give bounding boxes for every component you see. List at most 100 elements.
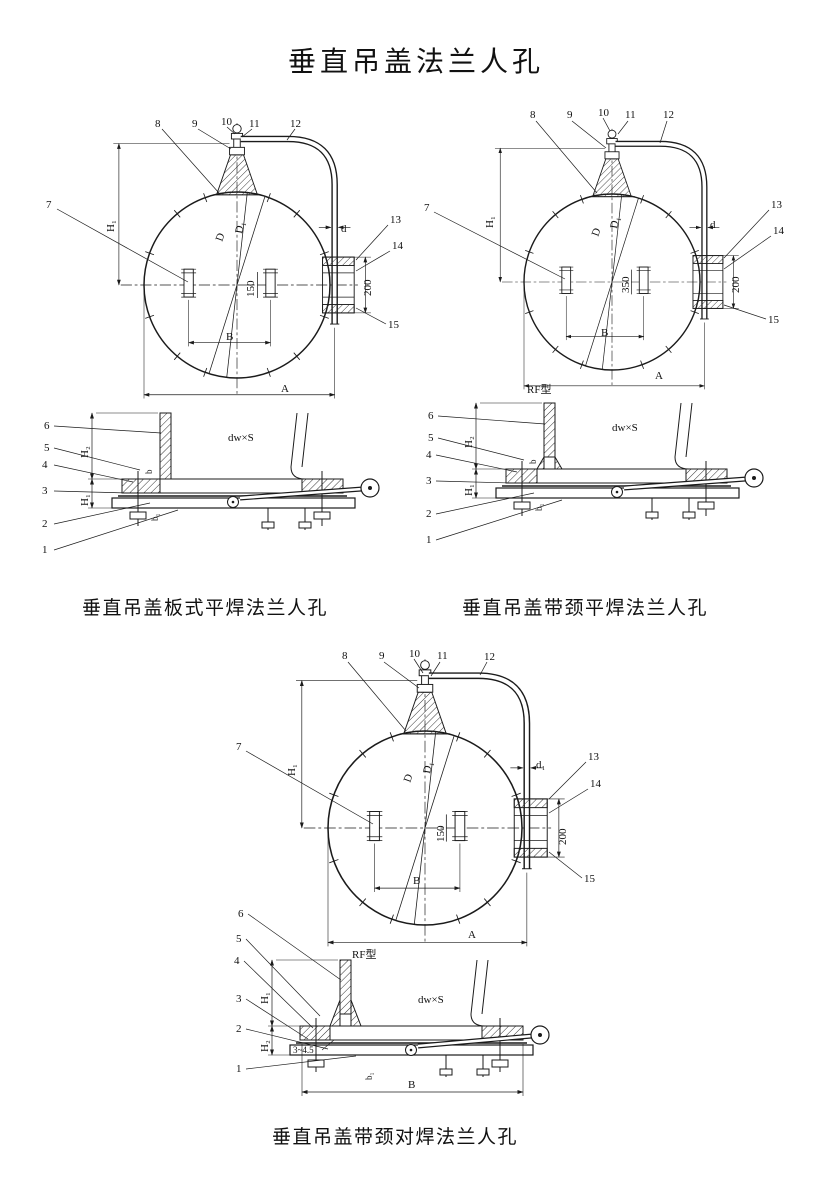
dim-a: A xyxy=(281,383,289,395)
dim-wall-thickness: dw×S xyxy=(418,994,444,1006)
dim-d: D xyxy=(214,231,228,243)
section-dims xyxy=(268,959,524,1096)
dim-a: A xyxy=(468,929,476,941)
dim-200: 200 xyxy=(362,279,374,296)
callout-6: 6 xyxy=(428,410,434,422)
dim-b1-small: b₁ xyxy=(150,513,160,521)
callout-2: 2 xyxy=(42,518,48,530)
callout-1: 1 xyxy=(236,1063,242,1075)
callout-10: 10 xyxy=(598,107,610,119)
section-view-plate-labels: 6 5 4 3 2 1 H₂ H₁ b b₁ dw×S xyxy=(42,420,254,556)
callout-7: 7 xyxy=(236,741,242,753)
callout-4: 4 xyxy=(426,449,432,461)
dim-h: H₁ xyxy=(484,216,496,228)
dim-b: B xyxy=(226,331,233,343)
section-leaders xyxy=(435,415,563,541)
callout-3: 3 xyxy=(426,475,432,487)
dim-h1: H₁ xyxy=(79,494,91,506)
dim-b: B xyxy=(408,1079,415,1091)
dim-h2: H₂ xyxy=(463,436,475,448)
callout-4: 4 xyxy=(42,459,48,471)
dim-h: H₁ xyxy=(286,764,298,776)
rf-type-label: RF型 xyxy=(352,947,376,961)
callout-4: 4 xyxy=(234,955,240,967)
flange-bolts xyxy=(129,471,331,526)
callout-11: 11 xyxy=(437,650,448,662)
dim-350: 350 xyxy=(620,276,632,293)
callout-11: 11 xyxy=(625,109,636,121)
front-view-plate xyxy=(113,123,371,398)
callout-5: 5 xyxy=(44,442,50,454)
callout-6: 6 xyxy=(238,908,244,920)
dim-h: H₁ xyxy=(105,220,117,232)
callout-6: 6 xyxy=(44,420,50,432)
callout-13: 13 xyxy=(771,199,783,211)
callout-2: 2 xyxy=(426,508,432,520)
swing-studs xyxy=(261,508,312,530)
dim-200: 200 xyxy=(557,828,569,845)
front-view-neck xyxy=(495,129,739,389)
callout-7: 7 xyxy=(46,199,52,211)
flange-bolts xyxy=(307,1018,509,1072)
section-view-butt xyxy=(243,913,550,1096)
dim-d1: D₁ xyxy=(608,216,622,230)
dim-wall-thickness: dw×S xyxy=(612,422,638,434)
callout-9: 9 xyxy=(379,650,385,662)
callout-9: 9 xyxy=(192,118,198,130)
front-view-plate-leaders xyxy=(56,126,391,325)
callout-13: 13 xyxy=(390,214,402,226)
dim-h1: H₁ xyxy=(463,484,475,496)
section-view-butt-labels: 6 5 4 3 2 1 H₁ H₂ 3~4.5 b₁ dw×S B xyxy=(234,908,444,1091)
callout-12: 12 xyxy=(663,109,674,121)
dim-d: D xyxy=(590,226,604,238)
callout-14: 14 xyxy=(773,225,785,237)
dim-pipe-d1: d₁ xyxy=(536,759,546,771)
front-view-neck-leaders xyxy=(433,117,772,320)
callout-5: 5 xyxy=(428,432,434,444)
dim-a: A xyxy=(655,370,663,382)
front-view-neck-labels: 7 8 9 10 11 12 13 14 15 d 200 H₁ D D₁ 35… xyxy=(424,107,785,396)
section-view-plate xyxy=(53,412,380,551)
callout-10: 10 xyxy=(409,648,421,660)
callout-8: 8 xyxy=(155,118,161,130)
callout-12: 12 xyxy=(484,651,495,663)
sheet-title: 垂直吊盖法兰人孔 xyxy=(287,47,544,78)
callout-15: 15 xyxy=(584,873,596,885)
rf-type-label: RF型 xyxy=(527,382,551,396)
callout-1: 1 xyxy=(42,544,48,556)
callout-9: 9 xyxy=(567,109,573,121)
dim-h2: H₂ xyxy=(79,446,91,458)
flange-bolts xyxy=(513,461,715,516)
section-dims xyxy=(472,402,542,499)
callout-10: 10 xyxy=(221,116,233,128)
swing-studs xyxy=(645,498,696,520)
dim-wall-thickness: dw×S xyxy=(228,432,254,444)
dim-200: 200 xyxy=(730,276,742,293)
dim-h2: H₂ xyxy=(259,1040,271,1052)
dim-d1: D₁ xyxy=(233,221,247,235)
caption-butt-weld-flange: 垂直吊盖带颈对焊法兰人孔 xyxy=(271,1127,518,1148)
callout-11: 11 xyxy=(249,118,260,130)
caption-neck-flange: 垂直吊盖带颈平焊法兰人孔 xyxy=(461,598,708,619)
dim-pipe-d: d xyxy=(341,223,347,235)
dim-b: B xyxy=(601,327,608,339)
callout-14: 14 xyxy=(590,778,602,790)
dim-b: B xyxy=(413,875,420,887)
dim-d1: D₁ xyxy=(421,761,435,775)
callout-3: 3 xyxy=(236,993,242,1005)
dim-h1: H₁ xyxy=(259,992,271,1004)
callout-2: 2 xyxy=(236,1023,242,1035)
dim-b-small: b xyxy=(144,469,154,474)
dim-pipe-d: d xyxy=(710,219,716,231)
callout-3: 3 xyxy=(42,485,48,497)
swing-studs xyxy=(439,1055,490,1077)
callout-7: 7 xyxy=(424,202,430,214)
callout-5: 5 xyxy=(236,933,242,945)
section-leaders xyxy=(243,913,357,1070)
caption-plate-flange: 垂直吊盖板式平焊法兰人孔 xyxy=(81,598,328,619)
dim-weld-gap: 3~4.5 xyxy=(293,1045,314,1055)
dim-b1-small: b₁ xyxy=(364,1072,374,1080)
front-view-plate-labels: 7 8 9 10 11 12 13 14 15 d 200 H₁ D D₁ 15… xyxy=(46,116,404,395)
dim-d: D xyxy=(402,772,416,784)
